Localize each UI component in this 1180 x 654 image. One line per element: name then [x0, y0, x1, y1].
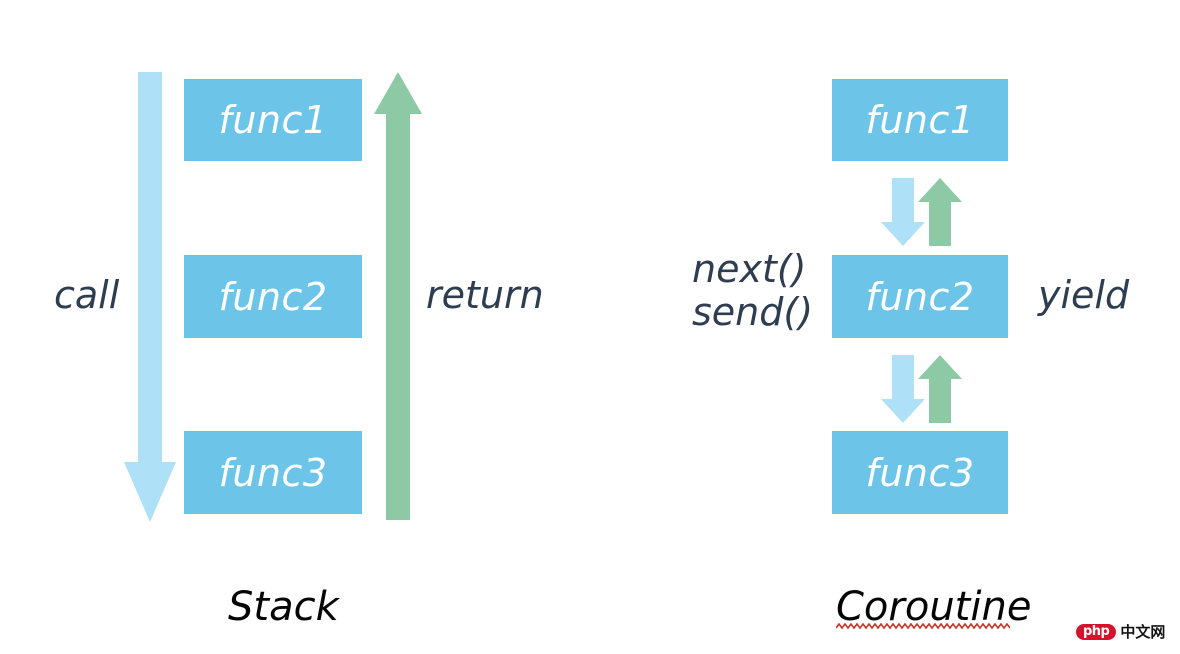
coroutine-box-func3: func3: [832, 431, 1008, 514]
stack-box-func2-label: func2: [218, 274, 328, 319]
next-send-labels: next() send(): [692, 248, 813, 333]
coroutine-connector-up-arrow-1-icon: [918, 178, 962, 246]
stack-box-func2: func2: [184, 255, 362, 338]
return-up-arrow-icon: [374, 72, 422, 520]
watermark-site-text: 中文网: [1120, 622, 1166, 641]
coroutine-connector-down-arrow-2-icon: [881, 355, 925, 423]
coroutine-title: Coroutine: [836, 584, 1032, 630]
watermark: php 中文网: [1076, 624, 1165, 640]
call-down-arrow-icon: [124, 72, 176, 522]
stack-box-func3-label: func3: [218, 450, 328, 495]
coroutine-connector-up-arrow-2-icon: [918, 355, 962, 423]
return-label: return: [426, 273, 544, 317]
watermark-php-badge: php: [1076, 624, 1117, 640]
stack-box-func1: func1: [184, 79, 362, 161]
stack-box-func1-label: func1: [218, 98, 328, 142]
coroutine-box-func2: func2: [832, 255, 1008, 338]
coroutine-box-func3-label: func3: [865, 450, 975, 495]
coroutine-connector-down-arrow-1-icon: [881, 178, 925, 246]
next-label: next(): [692, 247, 807, 291]
coroutine-box-func1: func1: [832, 79, 1008, 161]
stack-title: Stack: [228, 584, 339, 630]
coroutine-box-func2-label: func2: [865, 274, 975, 319]
send-label: send(): [692, 289, 814, 334]
coroutine-box-func1-label: func1: [865, 98, 975, 142]
call-label: call: [54, 273, 120, 317]
yield-label: yield: [1038, 273, 1130, 317]
stack-box-func3: func3: [184, 431, 362, 514]
